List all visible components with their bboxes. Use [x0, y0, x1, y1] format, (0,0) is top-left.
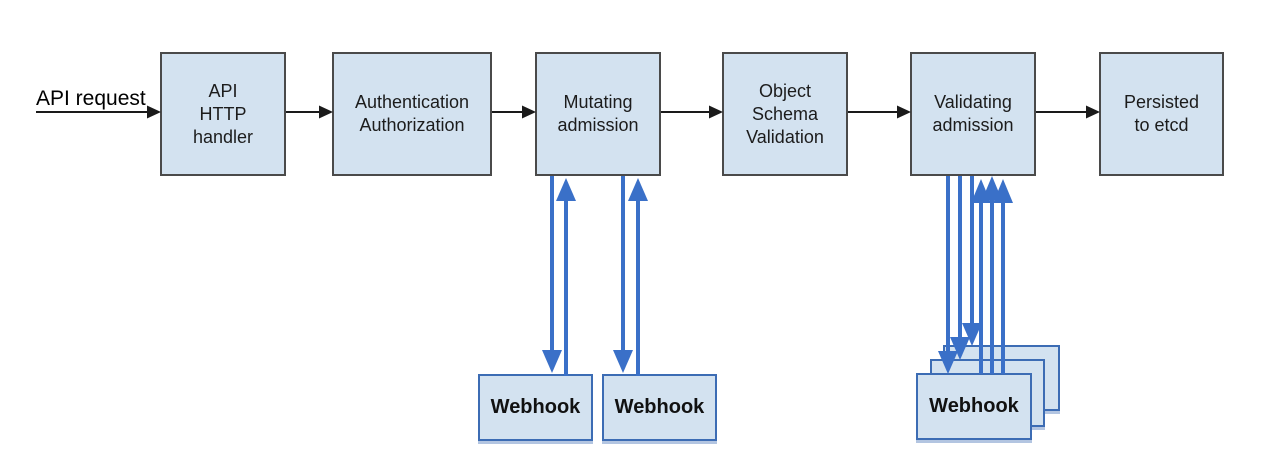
flow-box-mutating-admission: Mutating admission: [535, 52, 661, 176]
flow-box-persisted-to-etcd: Persisted to etcd: [1099, 52, 1224, 176]
arrow-validating-to-etcd: [1036, 105, 1100, 119]
flow-box-label: Validating admission: [932, 92, 1014, 135]
flow-box-authentication-authorization: Authentication Authorization: [332, 52, 492, 176]
arrow-auth-to-mutating: [492, 105, 536, 119]
arrow-webhook2-to-mutating: [628, 178, 648, 376]
arrow-webhook1-to-mutating: [556, 178, 576, 376]
flow-box-label: Mutating admission: [557, 92, 639, 135]
flow-box-label: Persisted to etcd: [1123, 92, 1200, 135]
webhook-box-validating-front: Webhook: [916, 373, 1032, 440]
arrow-handler-to-auth: [286, 105, 333, 119]
api-request-label: API request: [36, 87, 146, 110]
flow-box-api-http-handler: API HTTP handler: [160, 52, 286, 176]
arrow-validating-to-webhook-back: [962, 176, 982, 346]
flow-box-label: API HTTP handler: [192, 80, 254, 147]
arrow-schema-to-validating: [848, 105, 911, 119]
arrow-validating-to-webhook-middle: [950, 176, 970, 360]
arrow-mutating-to-schema: [661, 105, 723, 119]
flow-box-label: Object Schema Validation: [746, 80, 824, 147]
arrow-mutating-to-webhook2: [613, 176, 633, 373]
webhook-box-mutating-1: Webhook: [478, 374, 593, 441]
flow-box-label: Authentication Authorization: [354, 92, 470, 135]
arrow-mutating-to-webhook1: [542, 176, 562, 373]
flow-box-validating-admission: Validating admission: [910, 52, 1036, 176]
webhook-box-mutating-2: Webhook: [602, 374, 717, 441]
flow-box-object-schema-validation: Object Schema Validation: [722, 52, 848, 176]
